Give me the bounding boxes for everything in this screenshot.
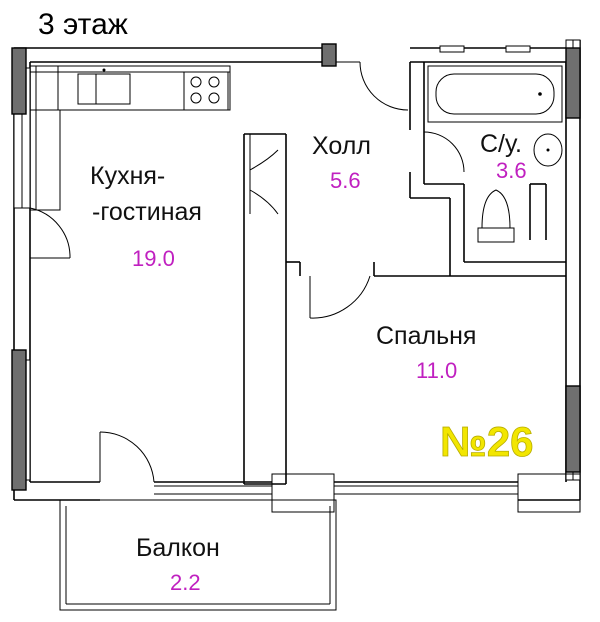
- room-balcony: Балкон 2.2: [136, 534, 220, 595]
- room-kitchen: Кухня- -гостиная 19.0: [90, 162, 202, 271]
- balcony-outline: [59, 473, 581, 611]
- interior-walls: [243, 62, 566, 485]
- kitchen-area: 19.0: [132, 246, 175, 271]
- kitchen-name-line2: -гостиная: [92, 198, 202, 226]
- doors: [29, 61, 465, 483]
- bathtub: [427, 65, 563, 123]
- floor-label: 3 этаж: [38, 8, 128, 41]
- bedroom-name: Спальня: [376, 322, 476, 350]
- room-bathroom: С/у. 3.6: [480, 130, 527, 183]
- room-hall: Холл 5.6: [312, 132, 371, 193]
- apartment-number: №26: [440, 418, 534, 465]
- kitchen-counter: [29, 65, 231, 111]
- room-bedroom: Спальня 11.0: [376, 322, 476, 383]
- hall-area: 5.6: [330, 168, 361, 193]
- balcony-name: Балкон: [136, 534, 220, 562]
- bathroom-name: С/у.: [480, 130, 522, 158]
- left-cabinet: [29, 109, 61, 211]
- balcony-area: 2.2: [170, 570, 201, 595]
- toilet: [477, 189, 515, 243]
- kitchen-name-line1: Кухня-: [90, 162, 165, 190]
- hall-name: Холл: [312, 132, 371, 160]
- bathroom-area: 3.6: [496, 158, 527, 183]
- wall-piers: [11, 43, 581, 491]
- washbasin: [533, 133, 563, 167]
- bedroom-area: 11.0: [416, 358, 457, 383]
- windows: [13, 39, 581, 481]
